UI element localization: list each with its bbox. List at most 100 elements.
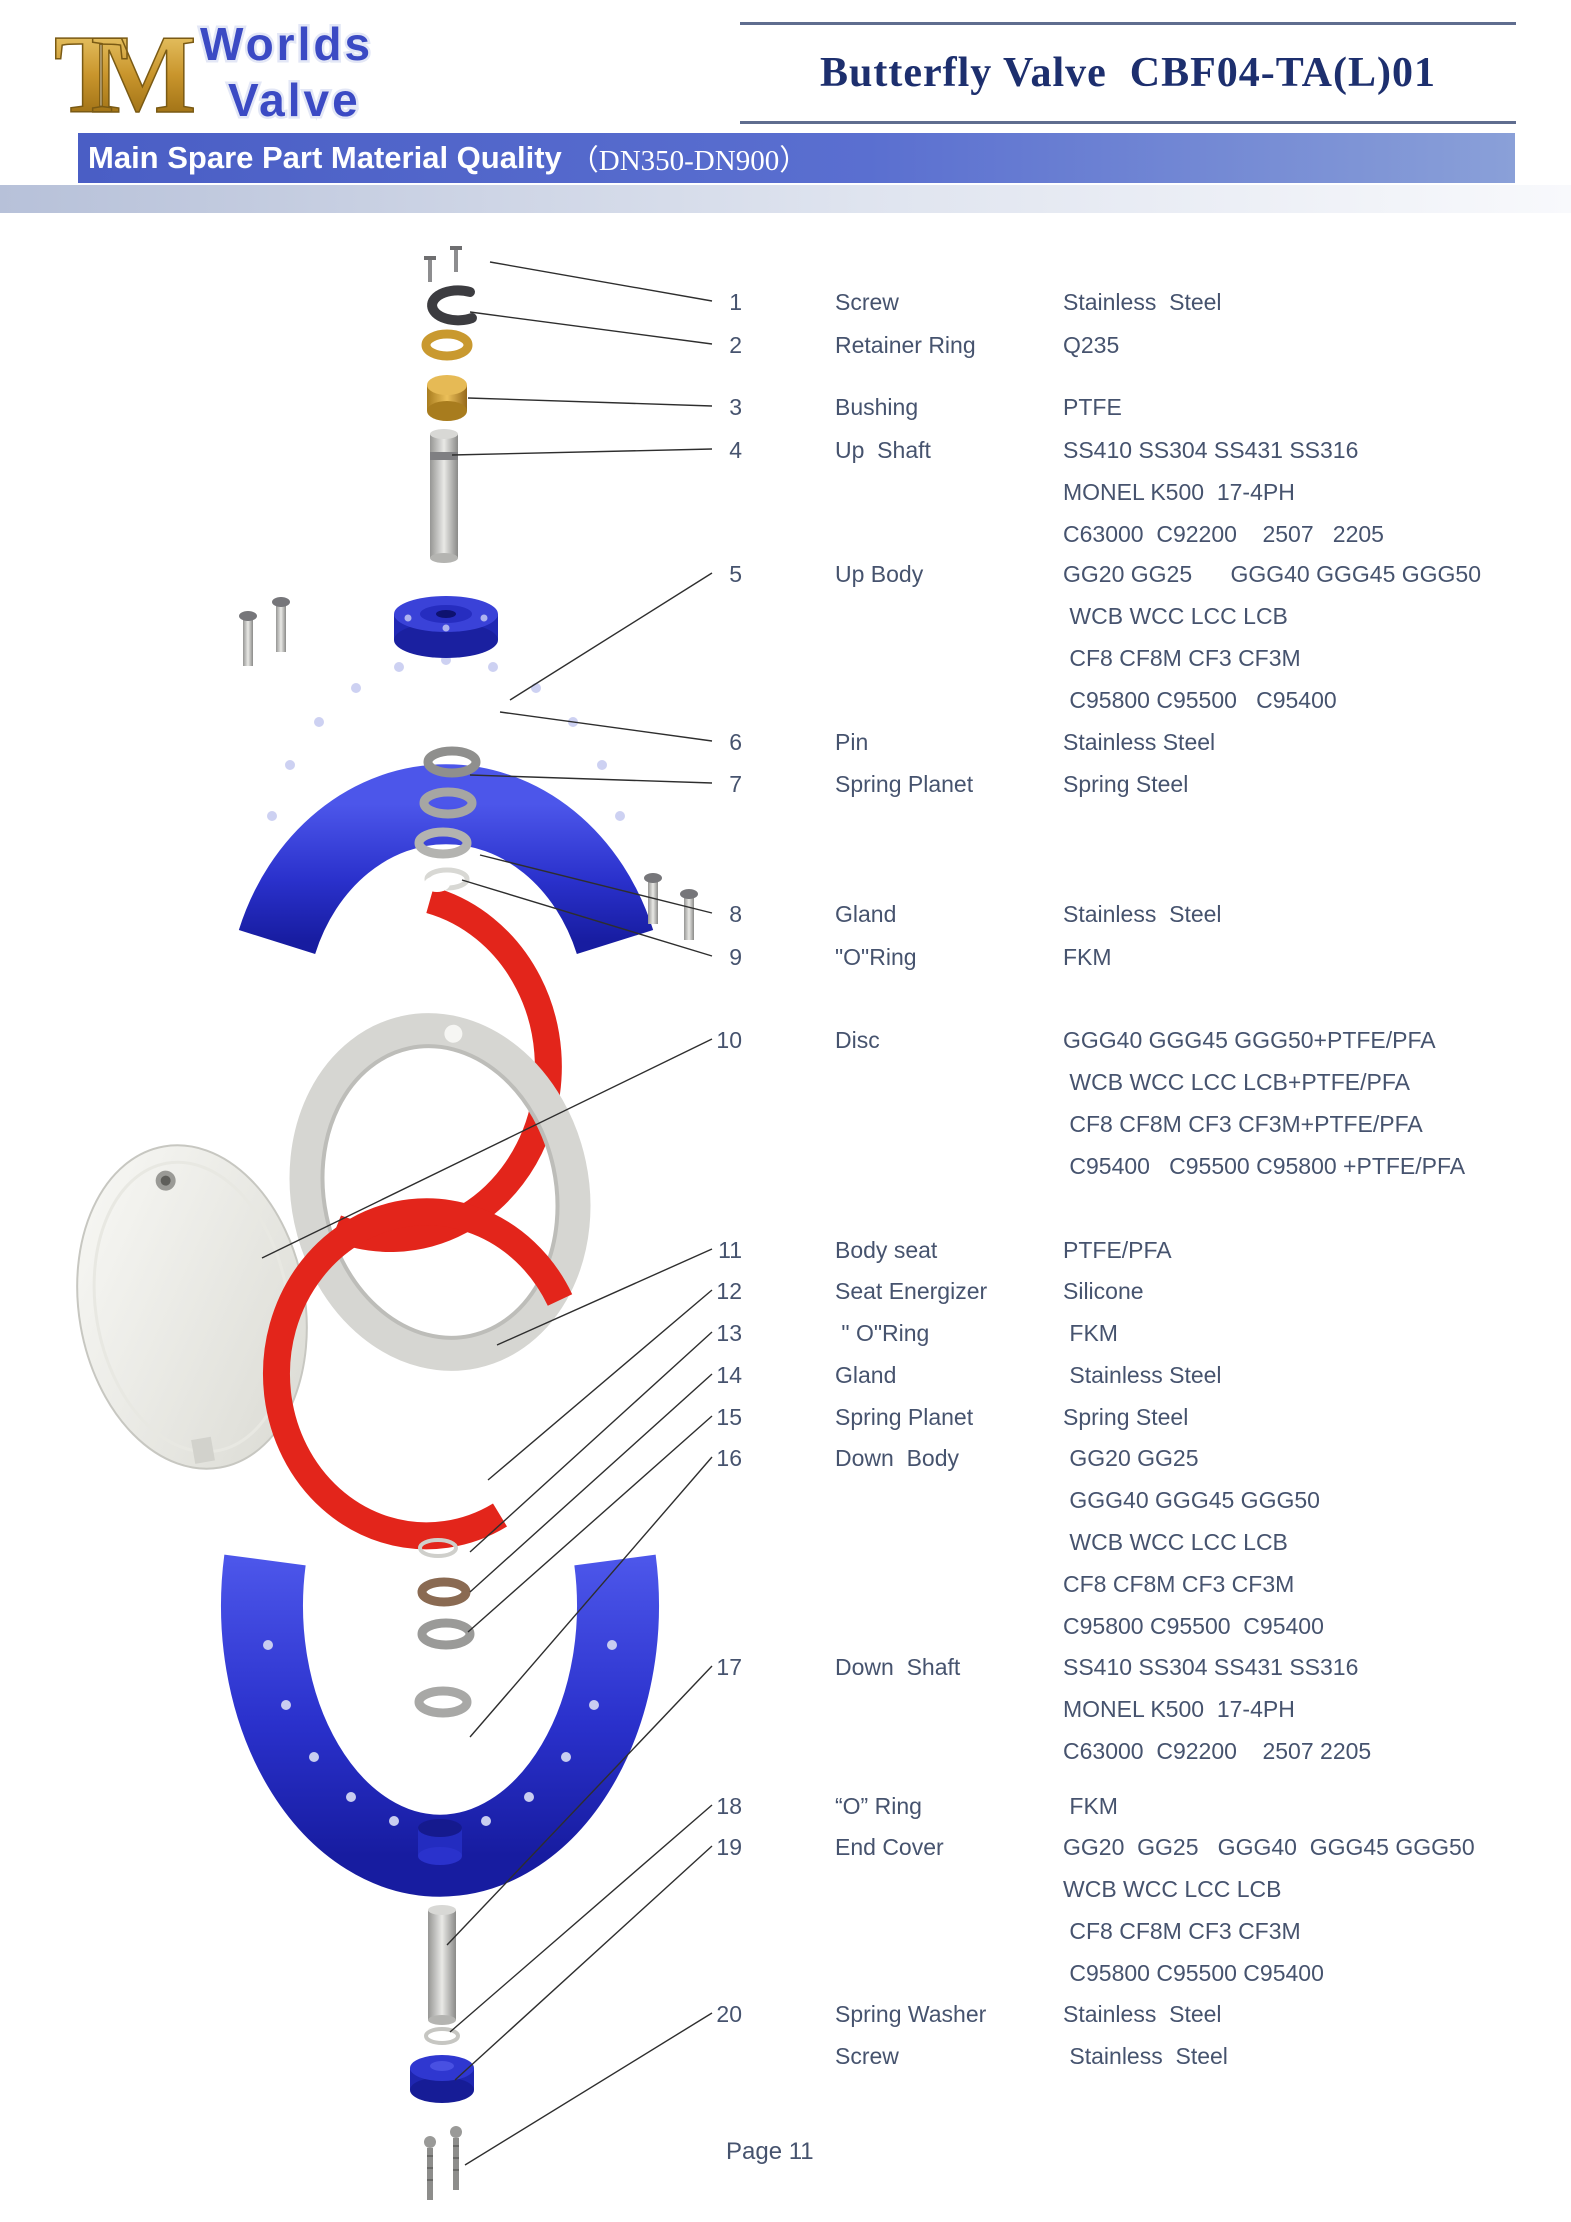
part-materials: Stainless Steel <box>1063 1993 1222 2035</box>
part-name: Screw <box>835 2043 899 2069</box>
material-line: Silicone <box>1063 1278 1144 1304</box>
part-materials: GGG40 GGG45 GGG50+PTFE/PFA WCB WCC LCC L… <box>1063 1019 1465 1187</box>
material-line: Stainless Steel <box>1063 2001 1222 2027</box>
part-materials: PTFE/PFA <box>1063 1229 1172 1271</box>
material-line: Stainless Steel <box>1063 729 1216 755</box>
part-number: 8 <box>729 901 742 927</box>
brand-line2: Valve <box>228 74 361 126</box>
part-name: Up Body <box>835 561 924 587</box>
material-line: CF8 CF8M CF3 CF3M <box>1063 1918 1301 1944</box>
material-line: WCB WCC LCC LCB <box>1063 1876 1282 1902</box>
material-line: PTFE/PFA <box>1063 1237 1172 1263</box>
part-name: Seat Energizer <box>835 1278 988 1304</box>
retainer-ring-illustration <box>427 285 477 326</box>
part-name: Screw <box>835 289 899 315</box>
material-line: CF8 CF8M CF3 CF3M <box>1063 1571 1295 1597</box>
part-name: Body seat <box>835 1237 938 1263</box>
material-line: FKM <box>1063 944 1112 970</box>
end-cover-illustration <box>410 2055 474 2103</box>
page-number: Page 11 <box>726 2138 814 2165</box>
part-number: 12 <box>716 1278 742 1304</box>
leader-lines <box>261 261 713 2166</box>
screws-bottom-illustration <box>424 2126 462 2200</box>
part-materials: Stainless Steel <box>1063 1354 1222 1396</box>
part-number: 20 <box>716 2001 742 2027</box>
banner-title: Main Spare Part Material Quality <box>88 140 562 175</box>
banner-gradient-strip <box>0 185 1571 213</box>
part-materials: PTFE <box>1063 386 1122 428</box>
part-name: Disc <box>835 1027 880 1053</box>
lower-washers-illustration <box>414 1538 475 1718</box>
part-name: "O"Ring <box>835 944 917 970</box>
material-line: SS410 SS304 SS431 SS316 <box>1063 437 1359 463</box>
part-name: Spring Planet <box>835 771 974 797</box>
material-line: C63000 C92200 2507 2205 <box>1063 521 1384 547</box>
material-line: Stainless Steel <box>1063 289 1222 315</box>
part-materials: Q235 <box>1063 324 1119 366</box>
document-title: Butterfly Valve CBF04-TA(L)01 <box>819 50 1436 96</box>
material-line: GG20 GG25 GGG40 GGG45 GGG50 <box>1063 561 1481 587</box>
part-name: " O"Ring <box>835 1320 930 1346</box>
part-name: Gland <box>835 901 897 927</box>
section-banner: Main Spare Part Material Quality （DN350-… <box>78 133 1515 183</box>
part-materials: FKM <box>1063 936 1112 978</box>
part-name: Up Shaft <box>835 437 931 463</box>
part-materials: Spring Steel <box>1063 763 1188 805</box>
up-body-illustration <box>238 596 654 955</box>
body-seat-ring-illustration <box>289 1013 591 1371</box>
material-line: C95800 C95500 C95400 <box>1063 1960 1324 1986</box>
material-line: CF8 CF8M CF3 CF3M <box>1063 645 1301 671</box>
material-line: CF8 CF8M CF3 CF3M+PTFE/PFA <box>1063 1111 1423 1137</box>
part-number: 14 <box>716 1362 742 1388</box>
pin-bolts-illustration <box>239 597 290 666</box>
part-name: Retainer Ring <box>835 332 976 358</box>
part-number: 16 <box>716 1445 742 1471</box>
part-name: Bushing <box>835 394 919 420</box>
material-line: MONEL K500 17-4PH <box>1063 479 1295 505</box>
part-number: 3 <box>729 394 742 420</box>
material-line: GG20 GG25 GGG40 GGG45 GGG50 <box>1063 1834 1475 1860</box>
part-materials: GG20 GG25 GGG40 GGG45 GGG50 WCB WCC LCC … <box>1063 1437 1324 1647</box>
up-shaft-illustration <box>430 429 458 563</box>
banner-size-range: （DN350-DN900） <box>569 145 809 177</box>
document-title-box: Butterfly Valve CBF04-TA(L)01 <box>740 22 1516 124</box>
part-name: “O” Ring <box>835 1793 922 1819</box>
material-line: C63000 C92200 2507 2205 <box>1063 1738 1372 1764</box>
material-line: Stainless Steel <box>1063 2043 1228 2069</box>
o-ring-illustration <box>424 2027 460 2045</box>
part-number: 2 <box>729 332 742 358</box>
part-number: 7 <box>729 771 742 797</box>
part-materials: Silicone <box>1063 1270 1144 1312</box>
seat-energizer-lower-illustration <box>262 1198 573 1550</box>
part-materials: Stainless Steel <box>1063 893 1222 935</box>
material-line: MONEL K500 17-4PH <box>1063 1696 1295 1722</box>
gland-bolts-illustration <box>644 873 698 940</box>
material-line: Q235 <box>1063 332 1120 358</box>
material-line: FKM <box>1063 1793 1118 1819</box>
part-number: 11 <box>718 1237 742 1263</box>
part-materials: Stainless Steel <box>1063 281 1222 323</box>
material-line: C95800 C95500 C95400 <box>1063 687 1337 713</box>
material-line: Stainless Steel <box>1063 1362 1222 1388</box>
material-line: SS410 SS304 SS431 SS316 <box>1063 1654 1359 1680</box>
part-materials: Spring Steel <box>1063 1396 1188 1438</box>
material-line: WCB WCC LCC LCB+PTFE/PFA <box>1063 1069 1410 1095</box>
part-number: 15 <box>716 1404 742 1430</box>
material-line: Spring Steel <box>1063 1404 1189 1430</box>
part-name: Gland <box>835 1362 897 1388</box>
material-line: Stainless Steel <box>1063 901 1222 927</box>
part-number: 6 <box>729 729 742 755</box>
part-materials: GG20 GG25 GGG40 GGG45 GGG50 WCB WCC LCC … <box>1063 553 1481 721</box>
part-number: 19 <box>716 1834 742 1860</box>
part-name: Pin <box>835 729 869 755</box>
material-line: C95800 C95500 C95400 <box>1063 1613 1324 1639</box>
brand-line1: Worlds <box>200 18 373 70</box>
part-number: 1 <box>729 289 742 315</box>
material-line: PTFE <box>1063 394 1122 420</box>
material-line: GGG40 GGG45 GGG50+PTFE/PFA <box>1063 1027 1436 1053</box>
material-line: FKM <box>1063 1320 1118 1346</box>
material-line: Spring Steel <box>1063 771 1189 797</box>
